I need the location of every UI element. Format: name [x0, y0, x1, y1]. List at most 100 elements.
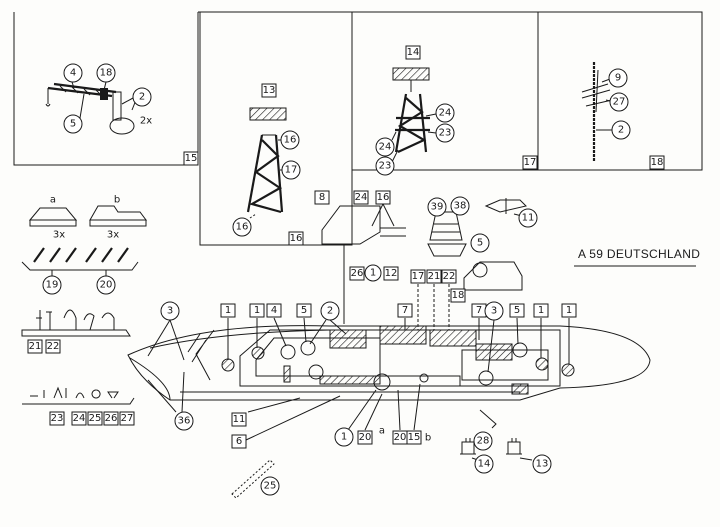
svg-text:23: 23	[379, 161, 392, 172]
small-parts-sprue: 21 22	[21, 309, 131, 354]
svg-text:17: 17	[285, 165, 298, 176]
svg-text:18: 18	[452, 290, 465, 301]
callout-24-left: 24	[375, 131, 397, 157]
ship-hull	[127, 325, 651, 401]
callout-23: 23	[51, 413, 64, 424]
svg-text:6: 6	[236, 436, 242, 447]
callout-11-radar: 11	[513, 208, 538, 228]
panel-number: 15	[185, 153, 198, 164]
svg-text:3: 3	[491, 306, 497, 317]
callout-13-box	[261, 83, 277, 98]
callout-5: 5	[63, 93, 85, 134]
svg-text:5: 5	[514, 305, 520, 316]
svg-text:39: 39	[431, 202, 444, 213]
svg-text:1: 1	[341, 432, 347, 443]
anchor-chain-part	[231, 459, 275, 499]
callout-7-b: 7	[471, 303, 487, 340]
callout-26: 26	[105, 413, 118, 424]
svg-text:13: 13	[536, 459, 549, 470]
svg-text:2: 2	[618, 125, 624, 136]
callout-2: 2	[121, 87, 152, 107]
svg-text:5: 5	[301, 305, 307, 316]
svg-text:1: 1	[225, 305, 231, 316]
svg-text:1: 1	[538, 305, 544, 316]
callout-3: 3	[147, 301, 185, 361]
svg-text:b: b	[114, 195, 120, 206]
svg-text:16: 16	[284, 135, 297, 146]
panel-number-box	[288, 231, 304, 246]
svg-text:1: 1	[370, 268, 376, 279]
svg-text:17: 17	[412, 271, 425, 282]
callout-16-top: 16	[278, 130, 300, 150]
svg-text:8: 8	[319, 192, 325, 203]
callout-26: 26	[349, 266, 365, 281]
callout-36: 36	[147, 371, 194, 431]
callout-4: 4	[266, 303, 287, 347]
callout-23-right: 23	[427, 123, 455, 143]
callout-5-b: 5	[509, 303, 525, 345]
callout-1-d: 1	[561, 303, 577, 364]
panel-number: 17	[524, 157, 537, 168]
callout-7-a: 7	[397, 303, 413, 330]
callout-27: 27	[605, 92, 629, 112]
aft-superstructure	[463, 261, 523, 291]
callout-1-c: 1	[533, 303, 549, 358]
ship-title: A 59 DEUTSCHLAND	[578, 247, 700, 261]
svg-text:9: 9	[615, 73, 621, 84]
svg-text:a: a	[50, 195, 56, 206]
callout-24-bridge: 24	[353, 190, 369, 205]
platform-part	[392, 67, 430, 81]
svg-text:2: 2	[327, 306, 333, 317]
svg-text:28: 28	[477, 436, 490, 447]
svg-text:18: 18	[100, 68, 113, 79]
callout-9: 9	[601, 68, 628, 88]
svg-text:2: 2	[139, 92, 145, 103]
svg-text:22: 22	[47, 341, 60, 352]
callout-12: 12	[383, 266, 399, 281]
callout-23-left: 23	[375, 149, 399, 176]
svg-text:20: 20	[100, 280, 113, 291]
callout-2: 2	[309, 301, 347, 345]
callout-1-bottom: 1	[334, 389, 377, 447]
svg-text:23: 23	[439, 128, 452, 139]
panel-number: 18	[651, 157, 664, 168]
svg-text:16: 16	[377, 192, 390, 203]
svg-text:24: 24	[355, 192, 368, 203]
callout-14-box	[405, 45, 421, 60]
callout-1-a: 1	[220, 303, 236, 360]
svg-text:36: 36	[178, 416, 191, 427]
svg-text:26: 26	[351, 268, 364, 279]
svg-text:11: 11	[233, 414, 246, 425]
callout-16-bridge: 16	[371, 190, 395, 227]
quantity-note: 2x	[140, 116, 152, 127]
svg-text:4: 4	[271, 305, 277, 316]
svg-text:5: 5	[477, 238, 483, 249]
callout-24: 24	[73, 413, 86, 424]
svg-text:25: 25	[264, 481, 277, 492]
panel-18: 18 9 27 2	[538, 11, 703, 171]
callout-11: 11	[231, 397, 301, 427]
callout-13: 13	[519, 454, 552, 474]
callout-17: 17	[280, 160, 301, 180]
callout-22-box	[45, 339, 61, 354]
svg-text:1: 1	[254, 305, 260, 316]
callout-1-bridge: 1	[364, 264, 382, 282]
callout-38: 38	[450, 196, 470, 216]
callout-25: 25	[89, 413, 102, 424]
svg-text:19: 19	[46, 280, 59, 291]
panel-number: 16	[290, 233, 303, 244]
callout-3-aft: 3	[484, 301, 504, 373]
bridge-assembly	[321, 205, 406, 324]
boats-sprue: 3x 3x	[21, 230, 139, 271]
panel-17: 17 14 24 23 24 23	[352, 11, 539, 176]
svg-text:16: 16	[236, 222, 249, 233]
callout-24-right: 24	[425, 103, 455, 123]
fittings-sprue: 23 24 25 26 27	[22, 386, 135, 426]
callout-20: 20	[96, 270, 116, 295]
callout-28: 28	[473, 431, 493, 451]
mast-with-yards	[581, 62, 613, 162]
funnel-assembly	[427, 211, 467, 257]
svg-text:5: 5	[70, 119, 76, 130]
callout-1-b: 1	[249, 303, 265, 348]
